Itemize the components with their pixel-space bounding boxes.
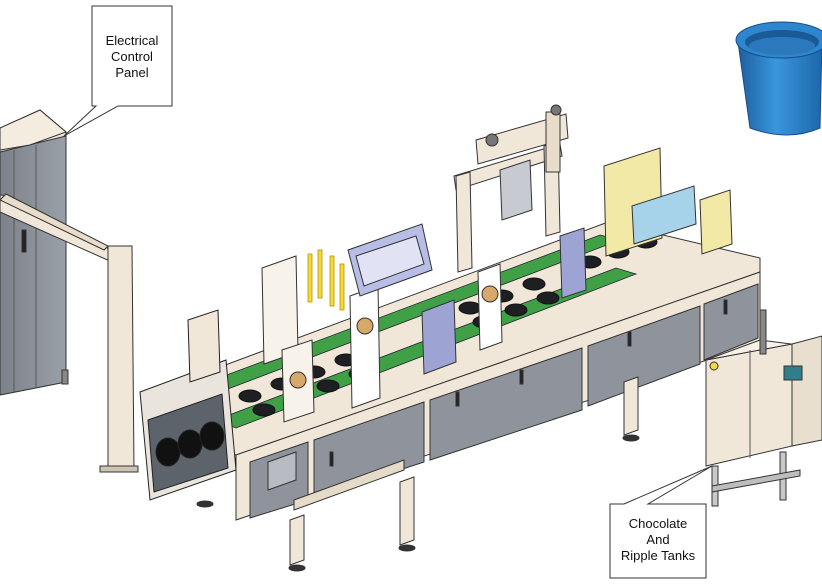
tanks-label: Chocolate And Ripple Tanks	[610, 516, 706, 564]
filling-stations	[261, 147, 733, 423]
cup-denester	[139, 309, 237, 501]
callout-tanks	[609, 465, 713, 579]
tanks-label-line-3: Ripple Tanks	[620, 548, 696, 563]
cable-arch	[0, 193, 139, 473]
chocolate-ripple-tanks	[705, 309, 822, 507]
electrical-panel-label: Electrical Control Panel	[92, 33, 172, 81]
electrical-control-panel	[0, 109, 69, 396]
ice-cream-cup-icon	[735, 21, 822, 136]
electrical-panel-label-line-1: Electrical	[105, 33, 159, 48]
callout-electrical-panel	[63, 5, 173, 137]
tanks-label-line-2: And	[646, 532, 670, 547]
overhead-gantry	[453, 104, 569, 273]
electrical-panel-label-line-2: Control	[111, 49, 153, 64]
yellow-dosing-rods	[307, 249, 345, 311]
tanks-label-line-1: Chocolate	[628, 516, 688, 531]
electrical-panel-label-line-3: Panel	[115, 65, 149, 80]
